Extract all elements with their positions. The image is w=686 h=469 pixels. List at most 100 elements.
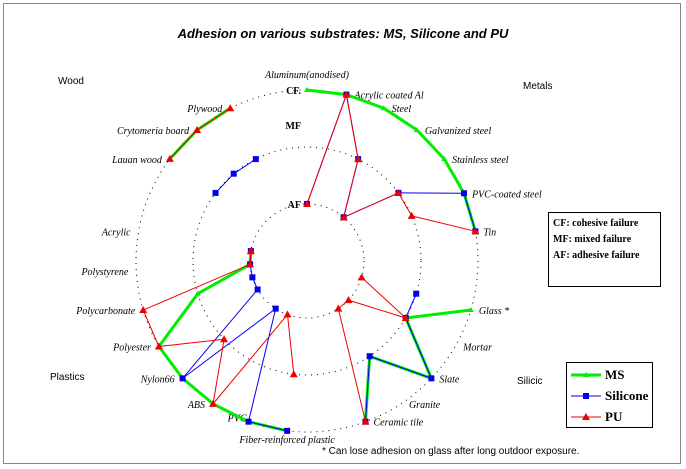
series-line-pu (306, 94, 347, 205)
series-line-silicone (215, 173, 235, 194)
data-point-silicone (413, 290, 420, 297)
category-label: Polycarbonate (75, 306, 135, 317)
data-point-pu (220, 335, 229, 343)
data-point-pu (401, 314, 410, 321)
series-line-pu (348, 299, 406, 319)
series-line-ms (212, 402, 250, 424)
data-point-pu (154, 342, 163, 350)
data-point-pu (357, 273, 366, 281)
data-point-pu (246, 247, 255, 255)
grid-circle (192, 146, 422, 376)
category-label: Plywood (186, 104, 223, 115)
data-point-ms (441, 155, 448, 161)
grid-circle (135, 89, 479, 433)
group-label-silicic: Silicic (517, 376, 543, 387)
series-line-silicone (248, 308, 277, 422)
series-line-ms (415, 128, 446, 160)
data-point-ms (304, 87, 310, 92)
series-line-pu (398, 192, 413, 217)
category-label: Ceramic tile (373, 418, 423, 429)
category-label: Galvanized steel (425, 126, 492, 137)
legend-marker-ms (571, 372, 601, 377)
data-point-silicone (254, 286, 261, 293)
category-label: Slate (439, 374, 460, 385)
legend-label-silicone: Silicone (605, 388, 649, 403)
failure-legend-mf: MF: mixed failure (553, 234, 632, 245)
series-line-silicone (405, 317, 432, 379)
data-point-pu (246, 260, 255, 268)
data-point-pu (354, 155, 363, 163)
failure-legend: CF: cohesive failure MF: mixed failure A… (548, 212, 661, 287)
data-point-pu (165, 154, 174, 162)
legend-marker-silicone (571, 393, 601, 399)
series-line-pu (169, 129, 198, 160)
data-point-pu (394, 188, 403, 196)
group-label-wood: Wood (58, 76, 84, 87)
series-line-silicone (364, 356, 371, 422)
data-point-pu (407, 211, 416, 219)
series-line-pu (142, 263, 251, 311)
legend-label-ms: MS (605, 367, 625, 382)
data-point-ms (413, 127, 420, 133)
series-line-pu (212, 314, 288, 405)
series-legend: MS Silicone PU (566, 362, 653, 428)
series-line-silicone (182, 289, 259, 379)
series-line-ms (345, 93, 385, 110)
data-point-pu (361, 417, 370, 425)
data-point-pu (283, 310, 292, 318)
data-point-ms (380, 105, 387, 111)
series-line-pu (337, 308, 366, 422)
level-label: AF (288, 200, 301, 211)
failure-legend-af: AF: adhesive failure (553, 250, 640, 261)
category-label: Acrylic (101, 227, 131, 238)
data-point-pu (339, 213, 348, 221)
data-point-pu (209, 399, 218, 407)
legend-item-ms: MS (571, 365, 625, 385)
category-label: Crytomeria board (117, 126, 190, 137)
data-point-silicone (428, 375, 435, 382)
legend-label-pu: PU (605, 409, 623, 424)
category-label: Nylon66 (140, 374, 175, 385)
series-line-pu (411, 215, 476, 232)
data-point-pu (334, 304, 343, 312)
chart-frame (3, 3, 681, 464)
data-point-silicone (366, 353, 373, 360)
category-label: Polystyrene (80, 267, 128, 278)
series-line-ms (306, 88, 347, 97)
category-label: Polyester (112, 343, 151, 354)
series-line-pu (343, 159, 359, 218)
data-point-pu (471, 227, 480, 235)
series-line-pu (158, 338, 225, 347)
level-label: CF. (286, 86, 301, 97)
series-line-pu (361, 276, 407, 319)
series-line-silicone (463, 193, 476, 232)
data-point-silicone (179, 375, 186, 382)
series-line-silicone (405, 293, 417, 319)
data-point-pu (289, 370, 298, 378)
data-point-pu (342, 90, 351, 98)
category-label: Mortar (462, 343, 492, 354)
legend-item-silicone: Silicone (571, 386, 648, 406)
series-line-pu (142, 309, 160, 347)
series-line-ms (197, 263, 251, 296)
series-line-pu (343, 192, 399, 218)
group-label-plastics: Plastics (50, 372, 85, 383)
series-line-silicone (182, 308, 276, 379)
series-line-ms (382, 106, 418, 132)
group-label-metals: Metals (523, 81, 553, 92)
data-point-silicone (230, 170, 237, 177)
data-point-pu (344, 296, 353, 304)
data-point-silicone (212, 189, 219, 196)
series-line-ms (405, 308, 471, 320)
legend-marker-pu (571, 413, 601, 420)
footnote: * Can lose adhesion on glass after long … (322, 446, 580, 457)
category-label: ABS (187, 400, 205, 411)
series-line-silicone (369, 355, 432, 379)
data-point-pu (139, 306, 148, 314)
category-label: Stainless steel (452, 155, 509, 166)
data-point-ms (467, 307, 474, 313)
category-label: Glass * (479, 306, 509, 317)
category-label: Fiber-reinforced plastic (238, 435, 335, 446)
series-line-pu (345, 94, 359, 160)
